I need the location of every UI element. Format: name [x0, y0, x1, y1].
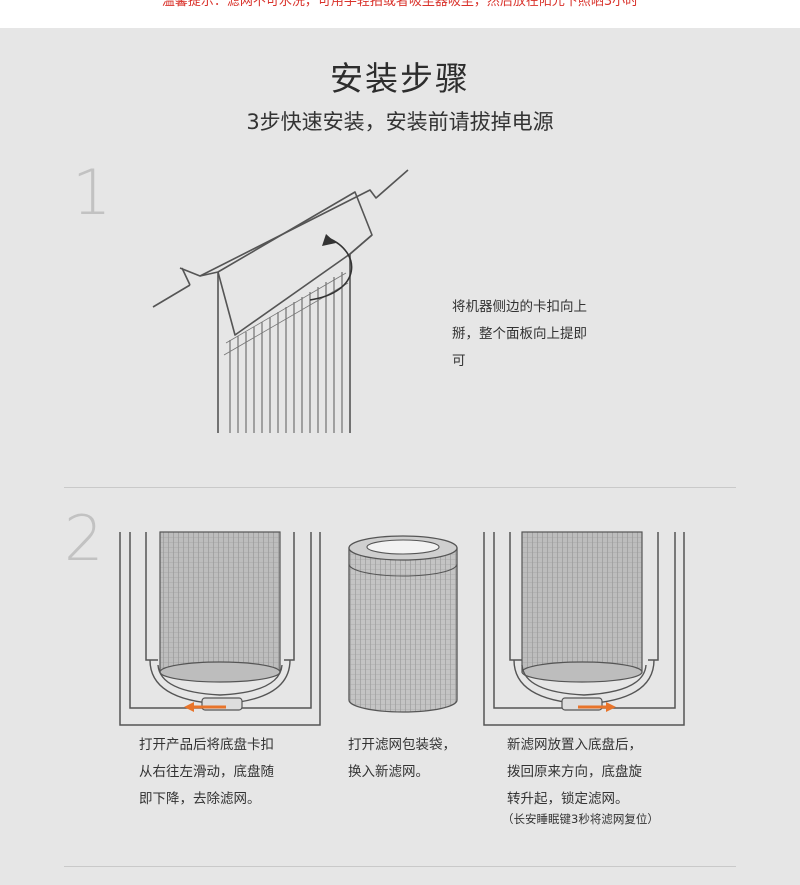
caption-line: 将机器侧边的卡扣向上 — [452, 299, 587, 315]
step-1-number: 1 — [72, 156, 112, 229]
step-2b-caption: 打开滤网包装袋， 换入新滤网。 — [348, 732, 488, 786]
caption-line: 打开滤网包装袋， — [348, 737, 456, 753]
filter-care-notice: 温馨提示：滤网不可水洗，可用手轻拍或者吸尘器吸尘，然后放在阳光下照晒3小时 — [161, 0, 639, 9]
page-title: 安装步骤 — [330, 59, 470, 98]
step-2c-caption: 新滤网放置入底盘后， 拨回原来方向，底盘旋 转升起，锁定滤网。 — [507, 732, 687, 813]
caption-line: 拨回原来方向，底盘旋 — [507, 764, 642, 780]
remove-filter-illustration — [119, 531, 321, 726]
new-filter-illustration — [348, 535, 458, 713]
caption-line: 从右往左滑动，底盘随 — [139, 764, 274, 780]
divider-2 — [64, 866, 736, 867]
caption-line: 即下降，去除滤网。 — [139, 791, 261, 807]
caption-line: 换入新滤网。 — [348, 764, 429, 780]
install-filter-illustration — [483, 531, 685, 726]
step-2a-caption: 打开产品后将底盘卡扣 从右往左滑动，底盘随 即下降，去除滤网。 — [139, 732, 339, 813]
caption-line: 转升起，锁定滤网。 — [507, 791, 629, 807]
caption-line: 打开产品后将底盘卡扣 — [139, 737, 274, 753]
caption-line: 新滤网放置入底盘后， — [507, 737, 642, 753]
step-1-caption: 将机器侧边的卡扣向上 掰，整个面板向上提即 可 — [452, 294, 622, 375]
caption-line: 可 — [452, 353, 466, 369]
filter-reset-note: （长安睡眠键3秒将滤网复位） — [502, 812, 659, 826]
top-banner: 温馨提示：滤网不可水洗，可用手轻拍或者吸尘器吸尘，然后放在阳光下照晒3小时 — [0, 0, 800, 28]
divider-1 — [64, 487, 736, 488]
step-1-panel-illustration — [152, 169, 409, 433]
caption-line: 掰，整个面板向上提即 — [452, 326, 587, 342]
page-subtitle: 3步快速安装，安装前请拔掉电源 — [246, 110, 554, 134]
step-2-number: 2 — [64, 502, 104, 575]
